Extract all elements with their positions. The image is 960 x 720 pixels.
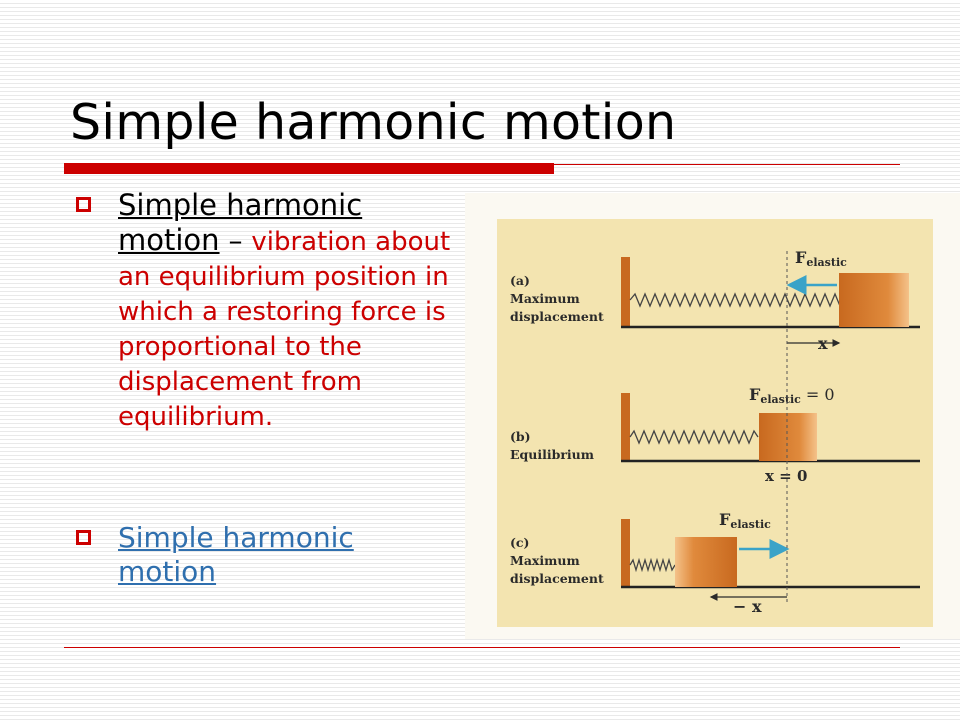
panel-c-spring	[629, 557, 676, 573]
spring-diagram: (a) Maximum displacement Felastic x (b) …	[465, 193, 960, 639]
panel-c-block	[675, 537, 737, 587]
panel-a-label-2: displacement	[510, 309, 604, 324]
spring-diagram-svg: (a) Maximum displacement Felastic x (b) …	[497, 219, 933, 627]
panel-c-wall	[621, 519, 630, 587]
panel-b-tag: (b)	[510, 429, 531, 444]
panel-c-tag: (c)	[510, 535, 529, 550]
term-text: Simple harmonic motion	[118, 188, 363, 257]
panel-c: (c) Maximum displacement Felastic − x	[510, 510, 920, 616]
definition-body: vibration about an equilibrium position …	[118, 227, 451, 432]
footer-rule	[64, 647, 900, 648]
panel-b-disp-label: x = 0	[765, 467, 807, 485]
definition-text: Simple harmonic motion – vibration about…	[118, 188, 463, 434]
panel-a-wall	[621, 257, 630, 327]
panel-a-block	[839, 273, 909, 327]
panel-b: (b) Equilibrium Felastic = 0 x = 0	[510, 385, 920, 485]
panel-b-block	[759, 413, 817, 461]
panel-b-label-1: Equilibrium	[510, 447, 594, 462]
simple-harmonic-motion-link[interactable]: Simple harmonic motion	[118, 521, 354, 588]
panel-a-disp-label: x	[818, 334, 828, 353]
panel-b-wall	[621, 393, 630, 461]
panel-c-force-label: Felastic	[719, 510, 771, 531]
panel-a: (a) Maximum displacement Felastic x	[510, 248, 920, 353]
panel-a-force-label: Felastic	[795, 248, 847, 269]
panel-c-label-1: Maximum	[510, 553, 580, 568]
term-separator: –	[219, 224, 252, 257]
panel-a-tag: (a)	[510, 273, 530, 288]
panel-b-force-label: Felastic = 0	[749, 385, 835, 406]
title-underline-thin	[554, 164, 900, 165]
bullet-square-icon	[76, 197, 91, 212]
panel-a-label-1: Maximum	[510, 291, 580, 306]
panel-c-label-2: displacement	[510, 571, 604, 586]
panel-c-disp-label: − x	[733, 597, 762, 616]
panel-b-spring	[629, 429, 759, 445]
title-underline-thick	[64, 163, 554, 174]
slide-title: Simple harmonic motion	[70, 94, 677, 151]
bullet-square-icon	[76, 530, 91, 545]
